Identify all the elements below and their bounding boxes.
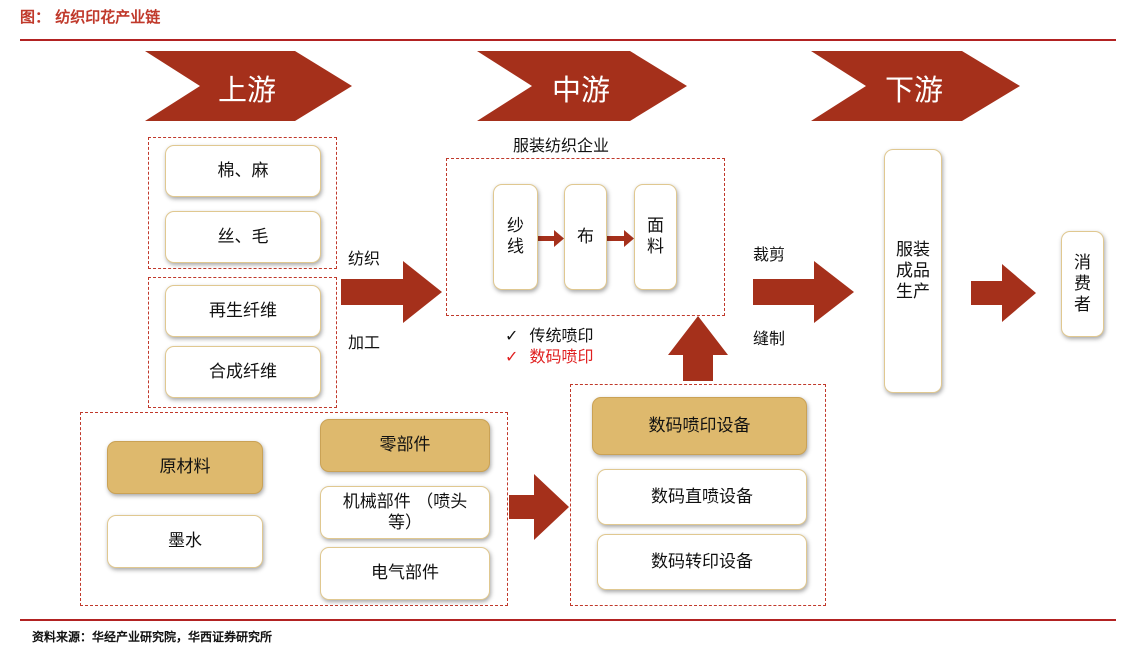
source-note: 资料来源：华经产业研究院，华西证券研究所 [32, 630, 273, 644]
arrow-supply-to-equipment [509, 474, 569, 540]
step-yarn: 纱线 [493, 184, 538, 290]
process-label-spinning: 纺织 [348, 249, 381, 268]
equipment-group [570, 384, 826, 606]
stage-label-midstream: 中游 [552, 73, 611, 107]
step-fabric: 面料 [634, 184, 677, 290]
stage-chevron-midstream [477, 51, 687, 121]
arrow-equipment-up [668, 316, 728, 381]
stage-label-downstream: 下游 [885, 73, 944, 107]
printing-method-traditional: ✓ 传统喷印 [505, 322, 594, 346]
arrow-cloth-to-fabric [607, 230, 634, 247]
top-rule [20, 39, 1116, 41]
mechanical-parts: 机械部件 （喷头等） [320, 486, 490, 539]
process-label-processing: 加工 [348, 333, 381, 352]
fiber-regenerated: 再生纤维 [165, 285, 321, 337]
garment-production: 服装成品生产 [884, 149, 942, 393]
fiber-cotton-linen: 棉、麻 [165, 145, 321, 197]
ink: 墨水 [107, 515, 263, 568]
stage-chevron-upstream [145, 51, 352, 121]
stage-label-upstream: 上游 [218, 73, 277, 107]
stage-chevron-downstream [811, 51, 1020, 121]
components: 零部件 [320, 419, 490, 472]
natural-fiber-group [148, 137, 337, 269]
arrow-midstream-to-garment [753, 261, 854, 323]
printing-method-digital: ✓ 数码喷印 [505, 343, 594, 367]
arrow-garment-to-consumer [971, 264, 1036, 322]
enterprise-group [446, 158, 725, 316]
supply-group [80, 412, 508, 606]
direct-printing-equipment: 数码直喷设备 [597, 469, 807, 525]
enterprise-label: 服装纺织企业 [513, 136, 610, 155]
figure-title: 图： 纺织印花产业链 [20, 8, 161, 26]
printing-method-label: 数码喷印 [529, 347, 594, 366]
fiber-silk-wool: 丝、毛 [165, 211, 321, 263]
arrow-upstream-to-midstream [341, 261, 442, 323]
check-icon: ✓ [505, 326, 519, 345]
step-cloth: 布 [564, 184, 607, 290]
digital-printing-equipment: 数码喷印设备 [592, 397, 807, 455]
consumer: 消费者 [1061, 231, 1104, 337]
electrical-parts: 电气部件 [320, 547, 490, 600]
check-icon: ✓ [505, 347, 519, 366]
fiber-synthetic: 合成纤维 [165, 346, 321, 398]
bottom-rule [20, 619, 1116, 621]
printing-method-label: 传统喷印 [529, 326, 594, 345]
process-label-sewing: 缝制 [753, 329, 786, 348]
transfer-printing-equipment: 数码转印设备 [597, 534, 807, 590]
process-label-cutting: 裁剪 [753, 245, 786, 264]
raw-materials: 原材料 [107, 441, 263, 494]
chemical-fiber-group [148, 277, 337, 408]
arrow-yarn-to-cloth [538, 230, 564, 247]
